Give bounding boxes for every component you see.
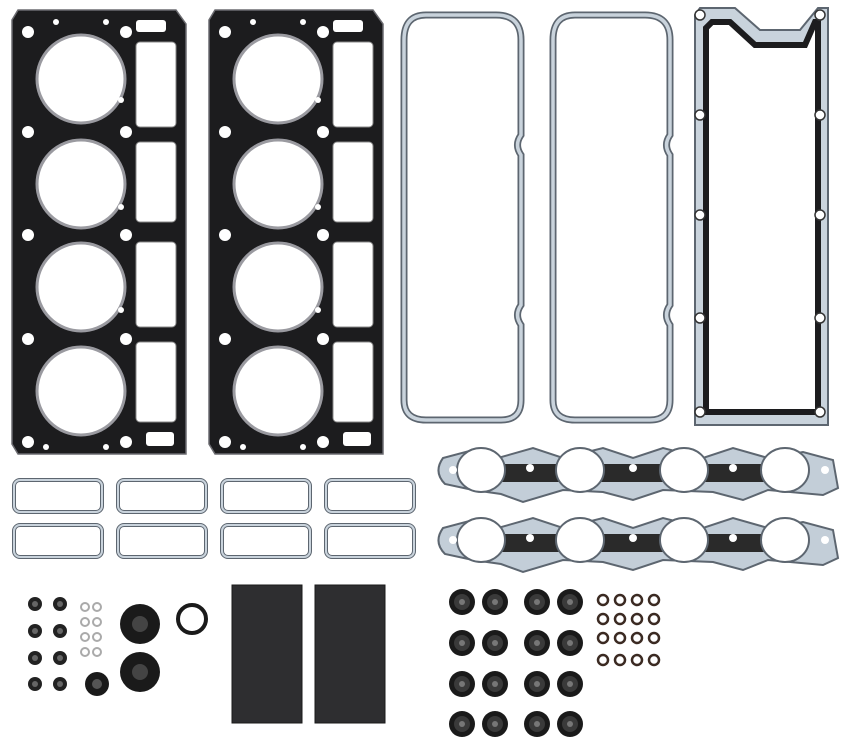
valve-stem-seals: [449, 589, 583, 737]
foam-pad-right: [314, 584, 386, 724]
head-gasket-right: [207, 8, 385, 456]
small-o-rings: [596, 593, 661, 667]
valve-cover-gasket-right: [553, 15, 670, 420]
valley-cover-gasket: [694, 7, 829, 426]
valve-cover-gasket-left: [404, 15, 521, 420]
small-rect-gaskets: [12, 478, 416, 559]
intake-manifold-gasket-top: [437, 447, 839, 503]
foam-pad-left: [231, 584, 303, 724]
misc-seals-left: [28, 597, 208, 696]
intake-manifold-gasket-bottom: [437, 517, 839, 573]
head-gasket-left: [10, 8, 188, 456]
